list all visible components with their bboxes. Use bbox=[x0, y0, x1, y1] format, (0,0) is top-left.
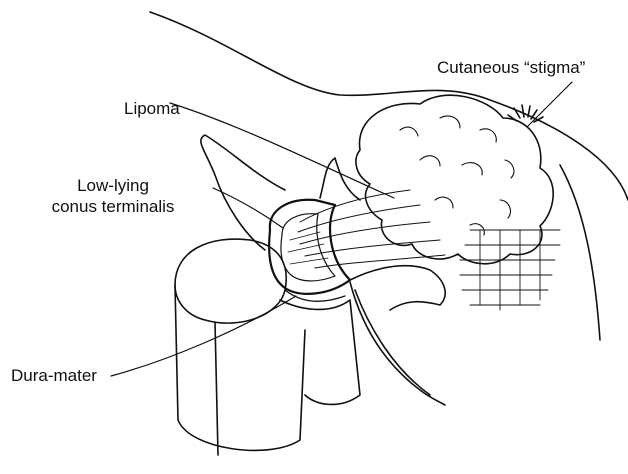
conus-stipple bbox=[288, 232, 328, 264]
nerve-root bbox=[355, 290, 430, 395]
vertebral-body-edge bbox=[215, 322, 218, 455]
spinous-process bbox=[320, 158, 360, 200]
lamina-left bbox=[201, 135, 285, 250]
skin-fold bbox=[560, 165, 600, 340]
label-dura-mater: Dura-mater bbox=[11, 366, 97, 386]
lamina-right bbox=[350, 266, 445, 310]
leader-lines bbox=[111, 82, 572, 376]
label-conus-line1: Low-lying bbox=[38, 176, 188, 196]
lipoma-lobules bbox=[400, 116, 514, 235]
pedicle bbox=[280, 300, 360, 404]
subcutaneous-hatching bbox=[460, 230, 560, 310]
vertebral-body-side bbox=[175, 285, 305, 450]
lipoma-mass bbox=[356, 95, 553, 264]
label-conus-line2: conus terminalis bbox=[14, 197, 212, 217]
filum bbox=[350, 282, 445, 405]
leader-dura bbox=[111, 296, 296, 376]
leader-stigma bbox=[528, 82, 572, 126]
label-lipoma: Lipoma bbox=[124, 99, 180, 119]
label-cutaneous-stigma: Cutaneous “stigma” bbox=[437, 58, 585, 78]
skin-surface bbox=[150, 12, 628, 200]
leader-conus bbox=[213, 188, 283, 228]
